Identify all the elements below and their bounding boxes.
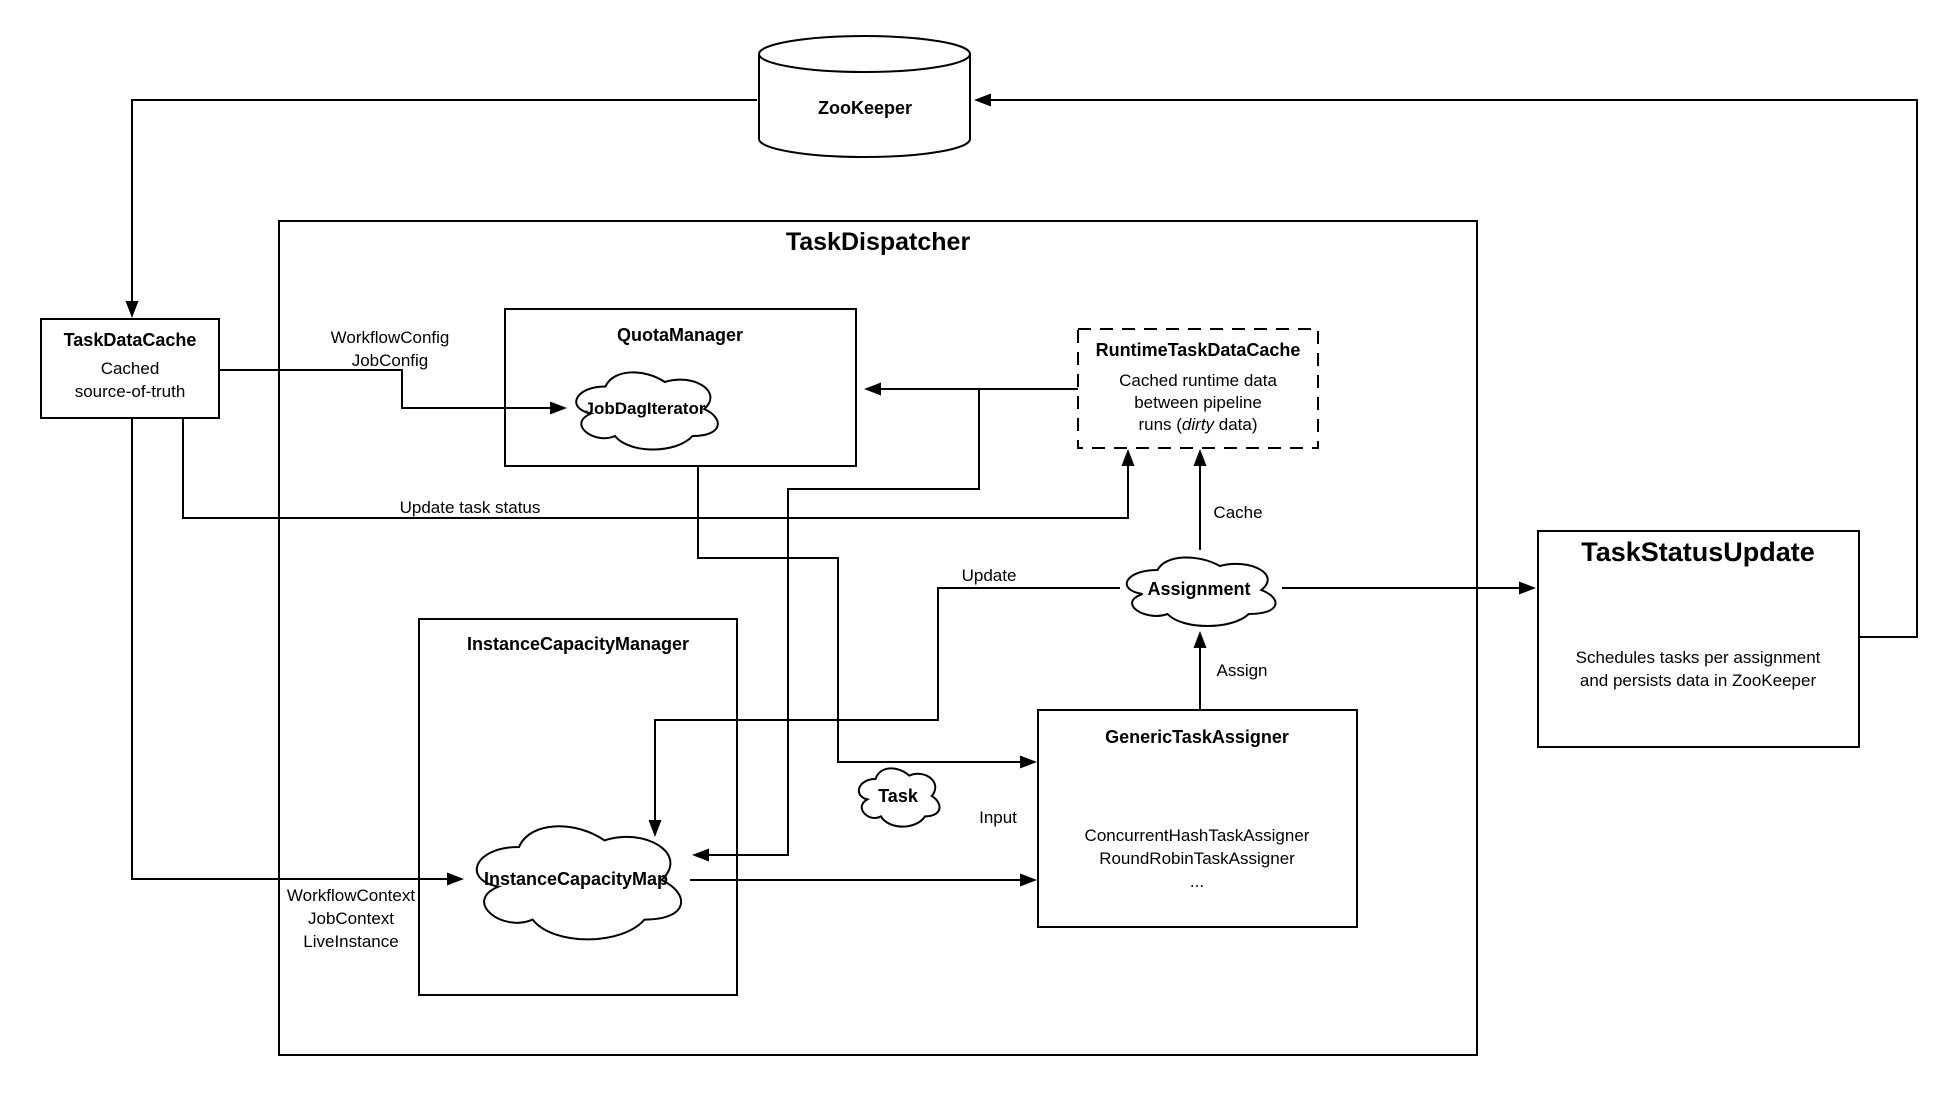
edge-label-input: Input	[979, 808, 1017, 827]
runtime-cache-desc3-italic: dirty	[1181, 415, 1215, 434]
runtime-task-data-cache-title: RuntimeTaskDataCache	[1095, 340, 1301, 360]
generic-task-assigner-title: GenericTaskAssigner	[1105, 727, 1289, 747]
task-cloud-label: Task	[878, 786, 918, 806]
runtime-cache-desc3-post: data)	[1214, 415, 1258, 434]
instance-capacity-manager-title: InstanceCapacityManager	[466, 634, 690, 654]
edge-label-workflowconfig-line1: WorkflowConfig	[330, 328, 450, 347]
task-data-cache-desc-line1: Cached	[100, 359, 160, 378]
edge-label-workflowconfig-line2: JobConfig	[351, 351, 429, 370]
zookeeper-cylinder	[758, 35, 971, 158]
edge-label-update-task-status: Update task status	[399, 498, 541, 517]
edge-label-context-line2: JobContext	[308, 909, 394, 928]
zookeeper-label: ZooKeeper	[817, 98, 913, 118]
edge-label-context-line3: LiveInstance	[303, 932, 399, 951]
task-dispatcher-title: TaskDispatcher	[785, 228, 971, 256]
task-data-cache-desc: Cached source-of-truth	[75, 357, 186, 403]
runtime-cache-desc-line3: runs (dirty data)	[1119, 414, 1277, 436]
generic-task-assigner-desc: ConcurrentHashTaskAssigner RoundRobinTas…	[1085, 824, 1310, 893]
edge-label-context: WorkflowContext JobContext LiveInstance	[287, 884, 415, 953]
task-status-update-title: TaskStatusUpdate	[1581, 537, 1815, 567]
task-data-cache-title: TaskDataCache	[63, 330, 197, 350]
task-data-cache-box	[40, 318, 220, 419]
edge-label-context-line1: WorkflowContext	[286, 886, 416, 905]
assignment-cloud-label: Assignment	[1147, 579, 1251, 599]
generic-task-assigner-desc-line1: ConcurrentHashTaskAssigner	[1084, 826, 1310, 845]
instance-capacity-map-cloud	[462, 814, 690, 946]
generic-task-assigner-desc-line2: RoundRobinTaskAssigner	[1099, 849, 1295, 868]
task-status-update-desc-line2: and persists data in ZooKeeper	[1579, 671, 1817, 690]
edge-label-assign: Assign	[1216, 661, 1268, 680]
task-data-cache-desc-line2: source-of-truth	[74, 382, 186, 401]
runtime-cache-desc-line2: between pipeline	[1134, 393, 1262, 412]
edge-label-update: Update	[961, 566, 1017, 585]
runtime-task-data-cache-desc: Cached runtime data between pipeline run…	[1119, 370, 1277, 436]
runtime-cache-desc-line1: Cached runtime data	[1119, 371, 1277, 390]
task-status-update-desc: Schedules tasks per assignment and persi…	[1576, 646, 1821, 692]
instance-capacity-map-label: InstanceCapacityMap	[483, 869, 669, 889]
job-dag-iterator-label: JobDagIterator	[584, 399, 706, 418]
task-status-update-desc-line1: Schedules tasks per assignment	[1575, 648, 1821, 667]
runtime-cache-desc3-pre: runs (	[1138, 415, 1182, 434]
edge-label-workflowconfig: WorkflowConfig JobConfig	[331, 326, 450, 372]
generic-task-assigner-desc-line3: ...	[1189, 872, 1205, 891]
quota-manager-title: QuotaManager	[616, 325, 744, 345]
edge-label-cache: Cache	[1213, 503, 1263, 522]
